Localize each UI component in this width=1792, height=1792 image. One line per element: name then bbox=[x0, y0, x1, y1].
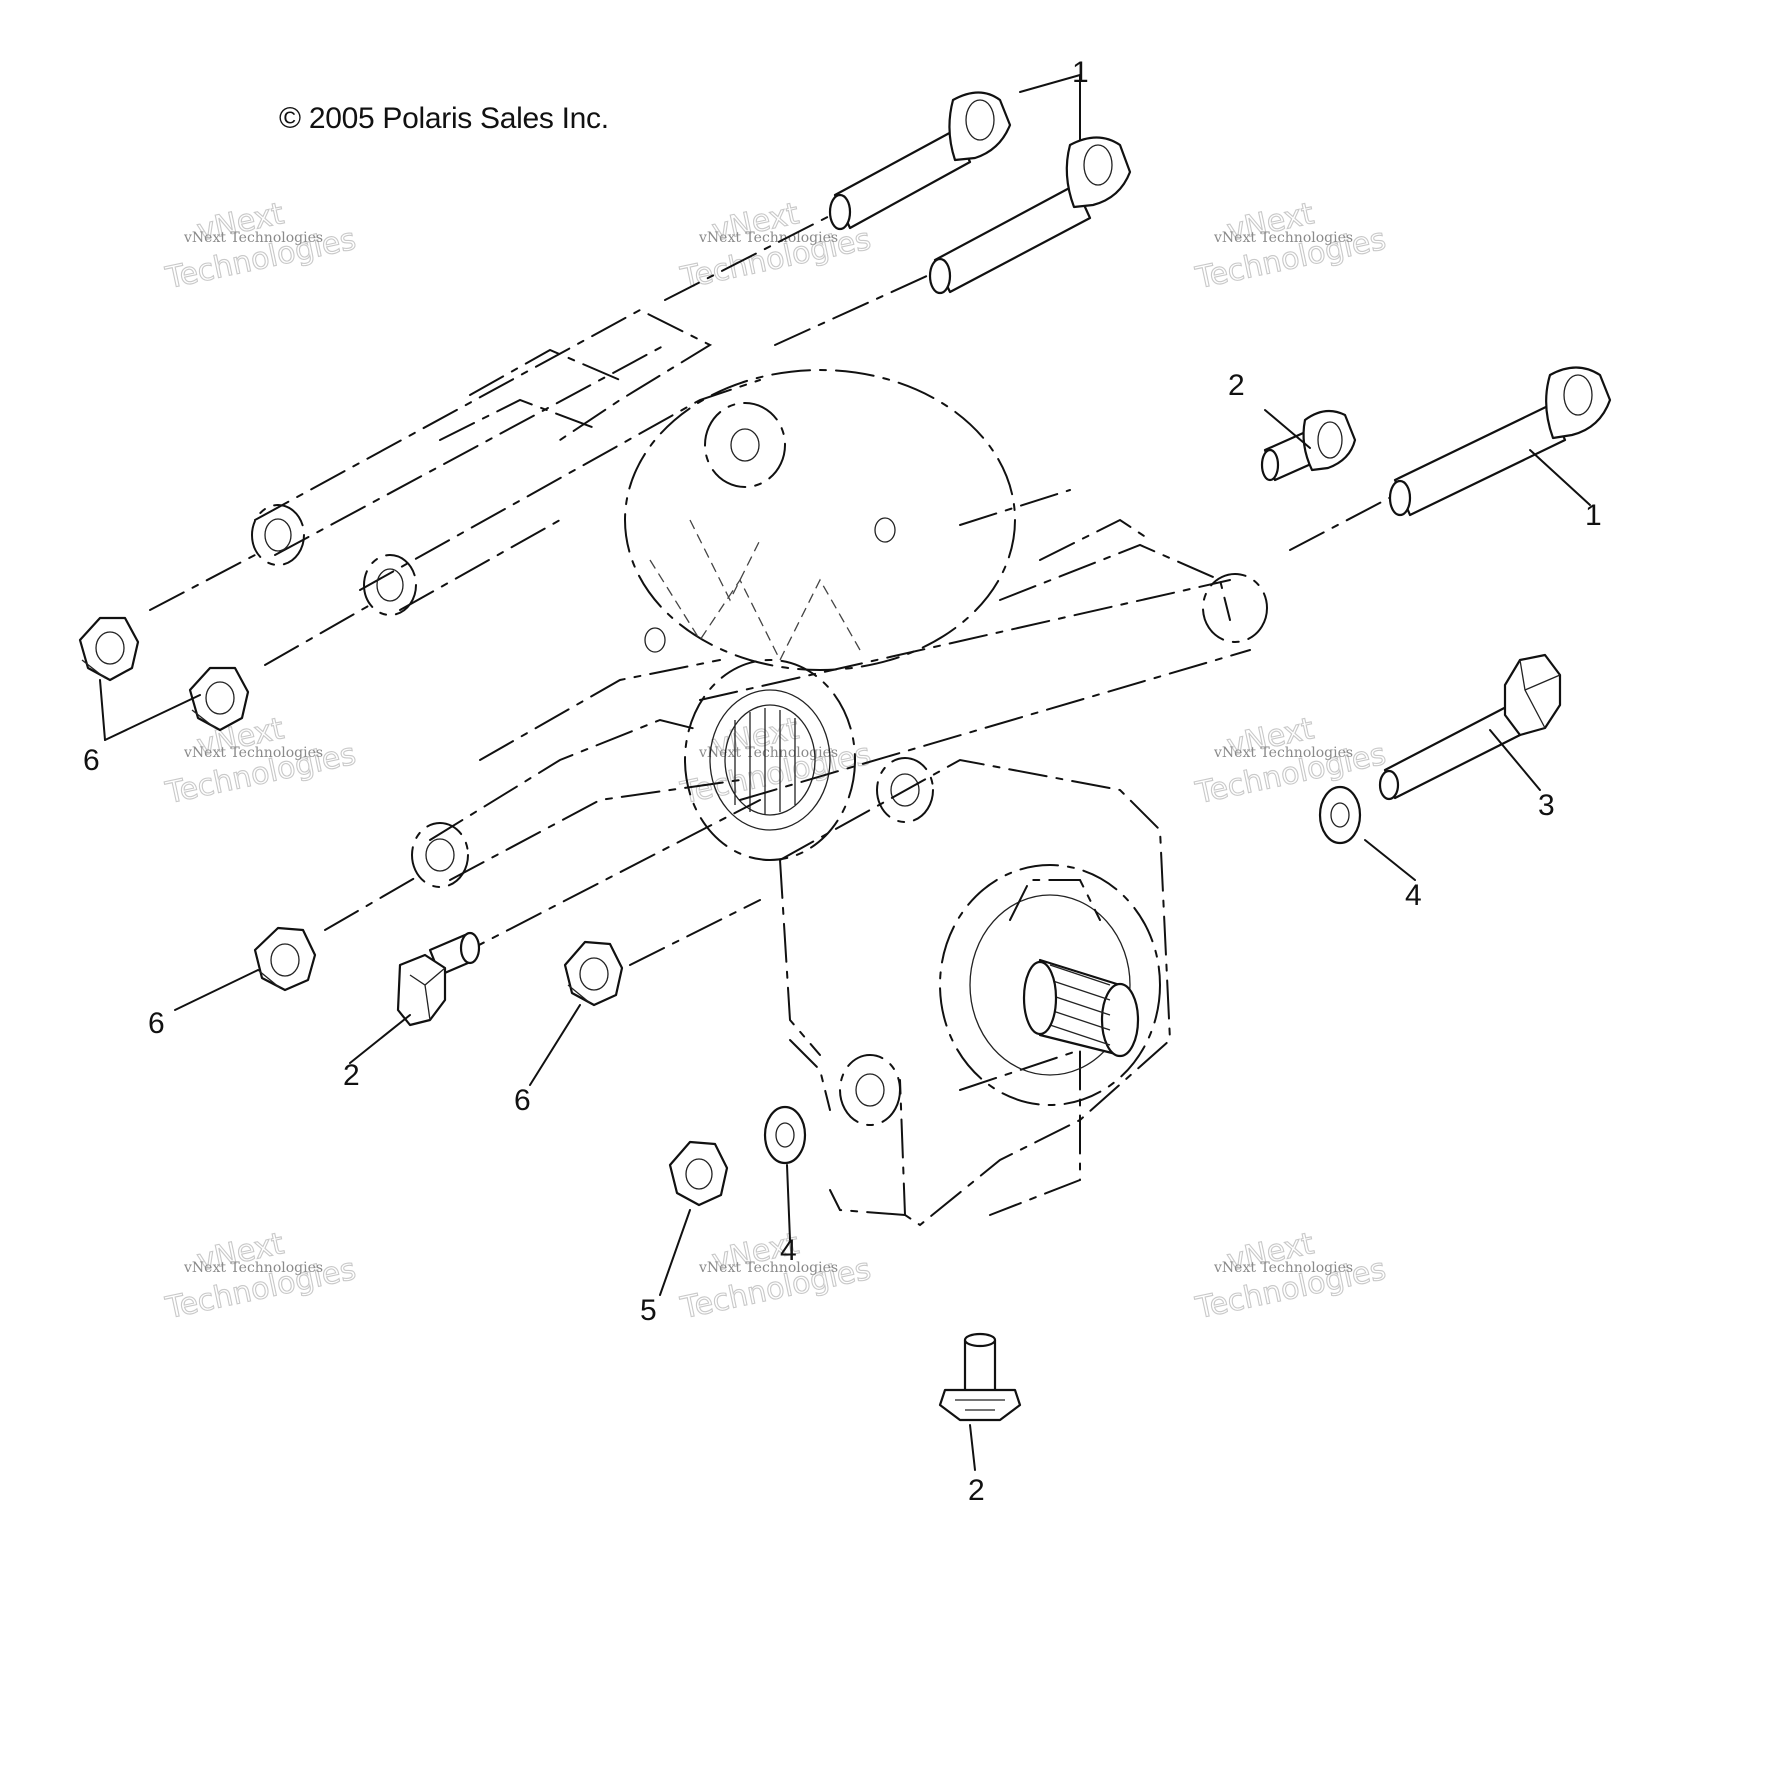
callout-2-bottom: 2 bbox=[968, 1474, 985, 1507]
watermark-label: vNext Technologies bbox=[183, 1260, 323, 1276]
callout-6-center: 6 bbox=[514, 1084, 531, 1117]
callout-4-right: 4 bbox=[1405, 879, 1422, 912]
watermark-label: vNext Technologies bbox=[183, 745, 323, 761]
watermark-label: vNext Technologies bbox=[1213, 745, 1353, 761]
watermark-label: vNext Technologies bbox=[698, 1260, 838, 1276]
nut-center bbox=[563, 940, 624, 1007]
callout-6-pair: 6 bbox=[83, 744, 100, 777]
long-bolt-top-1 bbox=[828, 91, 1012, 231]
small-bolt-bottom bbox=[938, 1332, 1022, 1422]
callout-2-left: 2 bbox=[343, 1059, 360, 1092]
washer-right bbox=[1318, 785, 1362, 845]
nut-bottom bbox=[668, 1140, 729, 1207]
copyright-notice: © 2005 Polaris Sales Inc. bbox=[279, 102, 609, 135]
gearcase-housing bbox=[251, 308, 1268, 1227]
callout-labels: 1 1 2 2 2 3 4 4 5 6 6 6 bbox=[83, 56, 1602, 1507]
washer-bottom bbox=[763, 1105, 807, 1165]
watermark-label: vNext Technologies bbox=[698, 230, 838, 246]
callout-4-bottom: 4 bbox=[780, 1234, 797, 1267]
center-lines bbox=[149, 179, 1396, 966]
callout-5: 5 bbox=[640, 1294, 657, 1327]
callout-3: 3 bbox=[1538, 789, 1555, 822]
small-bolt-left bbox=[396, 931, 481, 1027]
callout-1-right: 1 bbox=[1585, 499, 1602, 532]
watermark-label: vNext Technologies bbox=[698, 745, 838, 761]
leader-lines bbox=[99, 74, 1591, 1471]
nut-left-lower bbox=[253, 926, 317, 992]
small-bolt-top bbox=[1260, 409, 1357, 482]
watermark-label: vNext Technologies bbox=[1213, 1260, 1353, 1276]
callout-6-lower: 6 bbox=[148, 1007, 165, 1040]
nut-left-second bbox=[188, 666, 250, 732]
nut-left-top bbox=[78, 616, 140, 682]
long-bolt-right bbox=[1388, 366, 1612, 517]
output-spline-shaft bbox=[1022, 958, 1140, 1058]
callout-1-top: 1 bbox=[1072, 56, 1089, 89]
hex-bolt bbox=[1378, 653, 1562, 801]
watermark-label: vNext Technologies bbox=[183, 230, 323, 246]
watermark-label: vNext Technologies bbox=[1213, 230, 1353, 246]
callout-2-top: 2 bbox=[1228, 369, 1245, 402]
long-bolt-top-2 bbox=[928, 136, 1132, 295]
